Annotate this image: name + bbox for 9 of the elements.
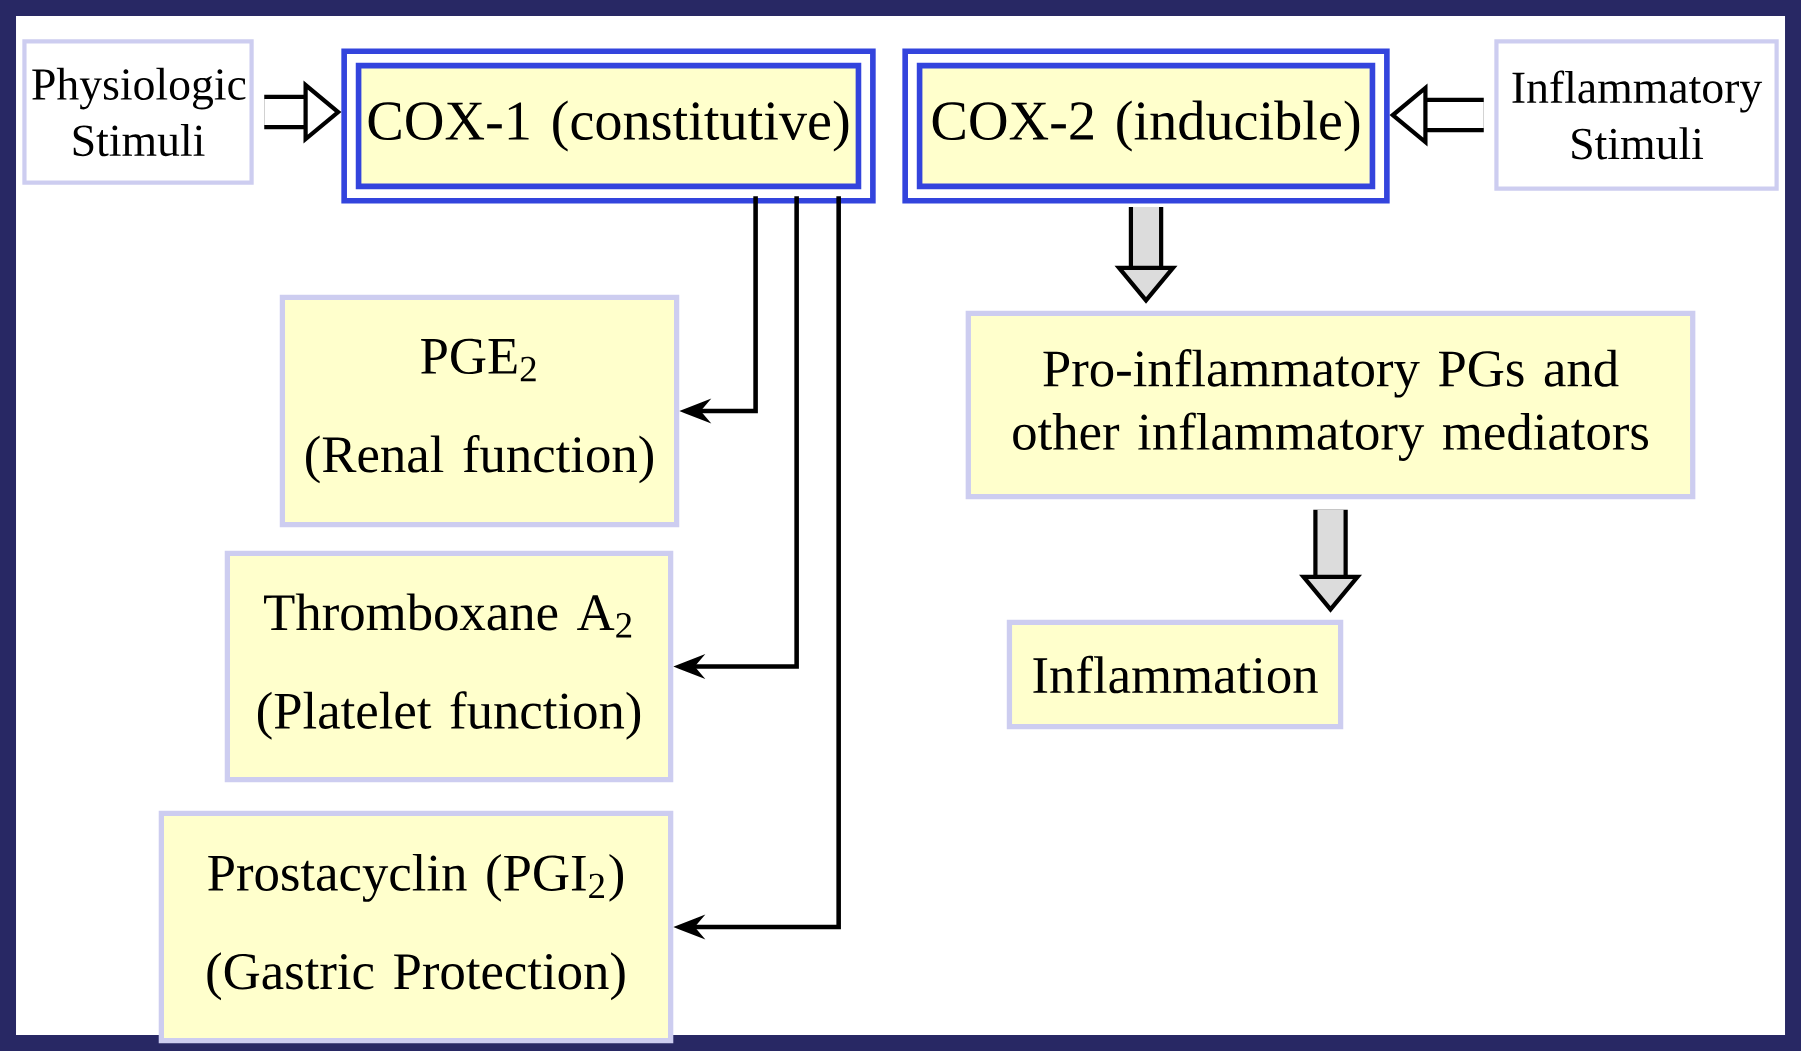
enzyme-box: COX-2 (inducible): [902, 48, 1390, 204]
process-box: Pro-inflammatory PGs and other inflammatory mediators: [965, 310, 1696, 500]
enzyme-box: COX-1 (constitutive): [341, 48, 876, 204]
stimulus-box: Physiologic Stimuli: [22, 39, 254, 185]
process-box: Inflammation: [1006, 619, 1344, 730]
process-box: PGE$_{2}$ (Renal function): [279, 294, 680, 528]
process-box: Prostacyclin (PGI$_{2}$) (Gastric Protection): [158, 810, 674, 1044]
process-box: Thromboxane A$_{2}$ (Platelet function): [224, 550, 674, 783]
stimulus-box: Inflammatory Stimuli: [1494, 39, 1779, 191]
